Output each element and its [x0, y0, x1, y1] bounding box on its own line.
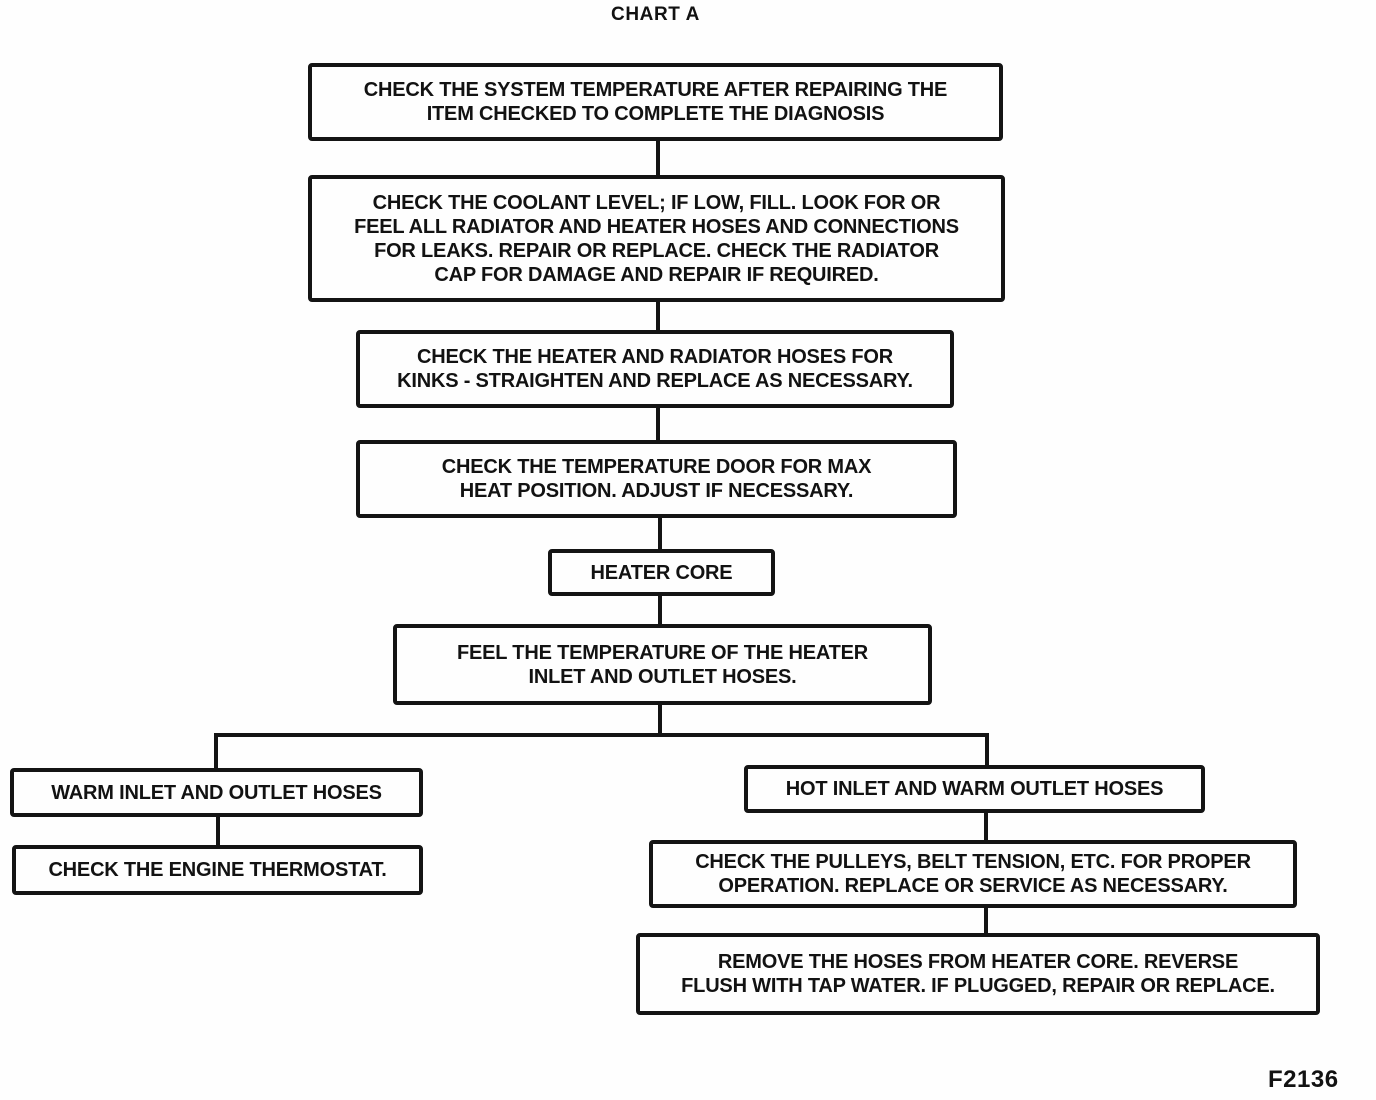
flow-box-text-line: CHECK THE COOLANT LEVEL; IF LOW, FILL. L…: [372, 191, 941, 214]
connector-pulleys-flush: [984, 908, 988, 933]
flow-box-check-hoses-for-kinks: CHECK THE HEATER AND RADIATOR HOSES FOR …: [356, 330, 954, 408]
flow-box-text-line: REMOVE THE HOSES FROM HEATER CORE. REVER…: [717, 951, 1239, 973]
connector-heater-core-box6: [658, 596, 662, 624]
flow-box-reverse-flush-heater-core: REMOVE THE HOSES FROM HEATER CORE. REVER…: [636, 933, 1320, 1015]
flow-box-check-pulleys-belt-tension: CHECK THE PULLEYS, BELT TENSION, ETC. FO…: [649, 840, 1297, 908]
flow-box-heater-core: HEATER CORE: [548, 549, 775, 596]
flow-box-check-temperature-door: CHECK THE TEMPERATURE DOOR FOR MAX HEAT …: [356, 440, 957, 518]
flow-box-text-line: CHECK THE SYSTEM TEMPERATURE AFTER REPAI…: [363, 79, 948, 101]
flow-box-text-line: OPERATION. REPLACE OR SERVICE AS NECESSA…: [718, 875, 1228, 897]
flow-box-text-line: FEEL ALL RADIATOR AND HEATER HOSES AND C…: [354, 215, 959, 238]
flow-box-text-line: ITEM CHECKED TO COMPLETE THE DIAGNOSIS: [426, 103, 885, 125]
flow-box-feel-hose-temperature: FEEL THE TEMPERATURE OF THE HEATER INLET…: [393, 624, 932, 705]
connector-box2-box3: [656, 302, 660, 330]
flow-box-text-line: CHECK THE PULLEYS, BELT TENSION, ETC. FO…: [695, 851, 1251, 873]
chart-title: CHART A: [611, 4, 700, 25]
flow-box-hot-inlet-and-warm-outlet-hoses: HOT INLET AND WARM OUTLET HOSES: [744, 765, 1205, 813]
flow-box-text-line: HEATER CORE: [590, 561, 733, 584]
flow-box-text-line: CAP FOR DAMAGE AND REPAIR IF REQUIRED.: [434, 263, 879, 286]
flow-box-text-line: CHECK THE TEMPERATURE DOOR FOR MAX: [441, 456, 872, 478]
connector-hot-pulleys: [984, 813, 988, 840]
connector-box3-box4: [656, 408, 660, 440]
flow-box-text-line: FLUSH WITH TAP WATER. IF PLUGGED, REPAIR…: [681, 975, 1275, 997]
connector-branch-horizontal: [214, 733, 989, 737]
flow-box-text-line: HEAT POSITION. ADJUST IF NECESSARY.: [459, 480, 854, 502]
flow-box-text-line: CHECK THE ENGINE THERMOSTAT.: [48, 859, 387, 881]
flow-box-text-line: FEEL THE TEMPERATURE OF THE HEATER: [457, 641, 868, 664]
connector-box1-box2: [656, 141, 660, 175]
flow-box-check-coolant-level: CHECK THE COOLANT LEVEL; IF LOW, FILL. L…: [308, 175, 1005, 302]
connector-branch-stem: [658, 705, 662, 737]
flow-box-check-system-temperature: CHECK THE SYSTEM TEMPERATURE AFTER REPAI…: [308, 63, 1003, 141]
flow-box-text-line: HOT INLET AND WARM OUTLET HOSES: [785, 778, 1164, 800]
flow-box-text-line: INLET AND OUTLET HOSES.: [528, 665, 797, 688]
flow-box-warm-inlet-and-outlet-hoses: WARM INLET AND OUTLET HOSES: [10, 768, 423, 817]
connector-warm-thermostat: [216, 817, 220, 845]
figure-code-label: F2136: [1268, 1066, 1339, 1093]
flow-box-text-line: KINKS - STRAIGHTEN AND REPLACE AS NECESS…: [397, 370, 913, 392]
connector-branch-left-drop: [214, 733, 218, 768]
connector-branch-right-drop: [985, 733, 989, 765]
flow-box-check-engine-thermostat: CHECK THE ENGINE THERMOSTAT.: [12, 845, 423, 895]
flow-box-text-line: WARM INLET AND OUTLET HOSES: [51, 781, 382, 804]
flow-box-text-line: FOR LEAKS. REPAIR OR REPLACE. CHECK THE …: [374, 239, 939, 262]
connector-box4-heater-core: [658, 518, 662, 549]
flow-box-text-line: CHECK THE HEATER AND RADIATOR HOSES FOR: [417, 346, 893, 368]
